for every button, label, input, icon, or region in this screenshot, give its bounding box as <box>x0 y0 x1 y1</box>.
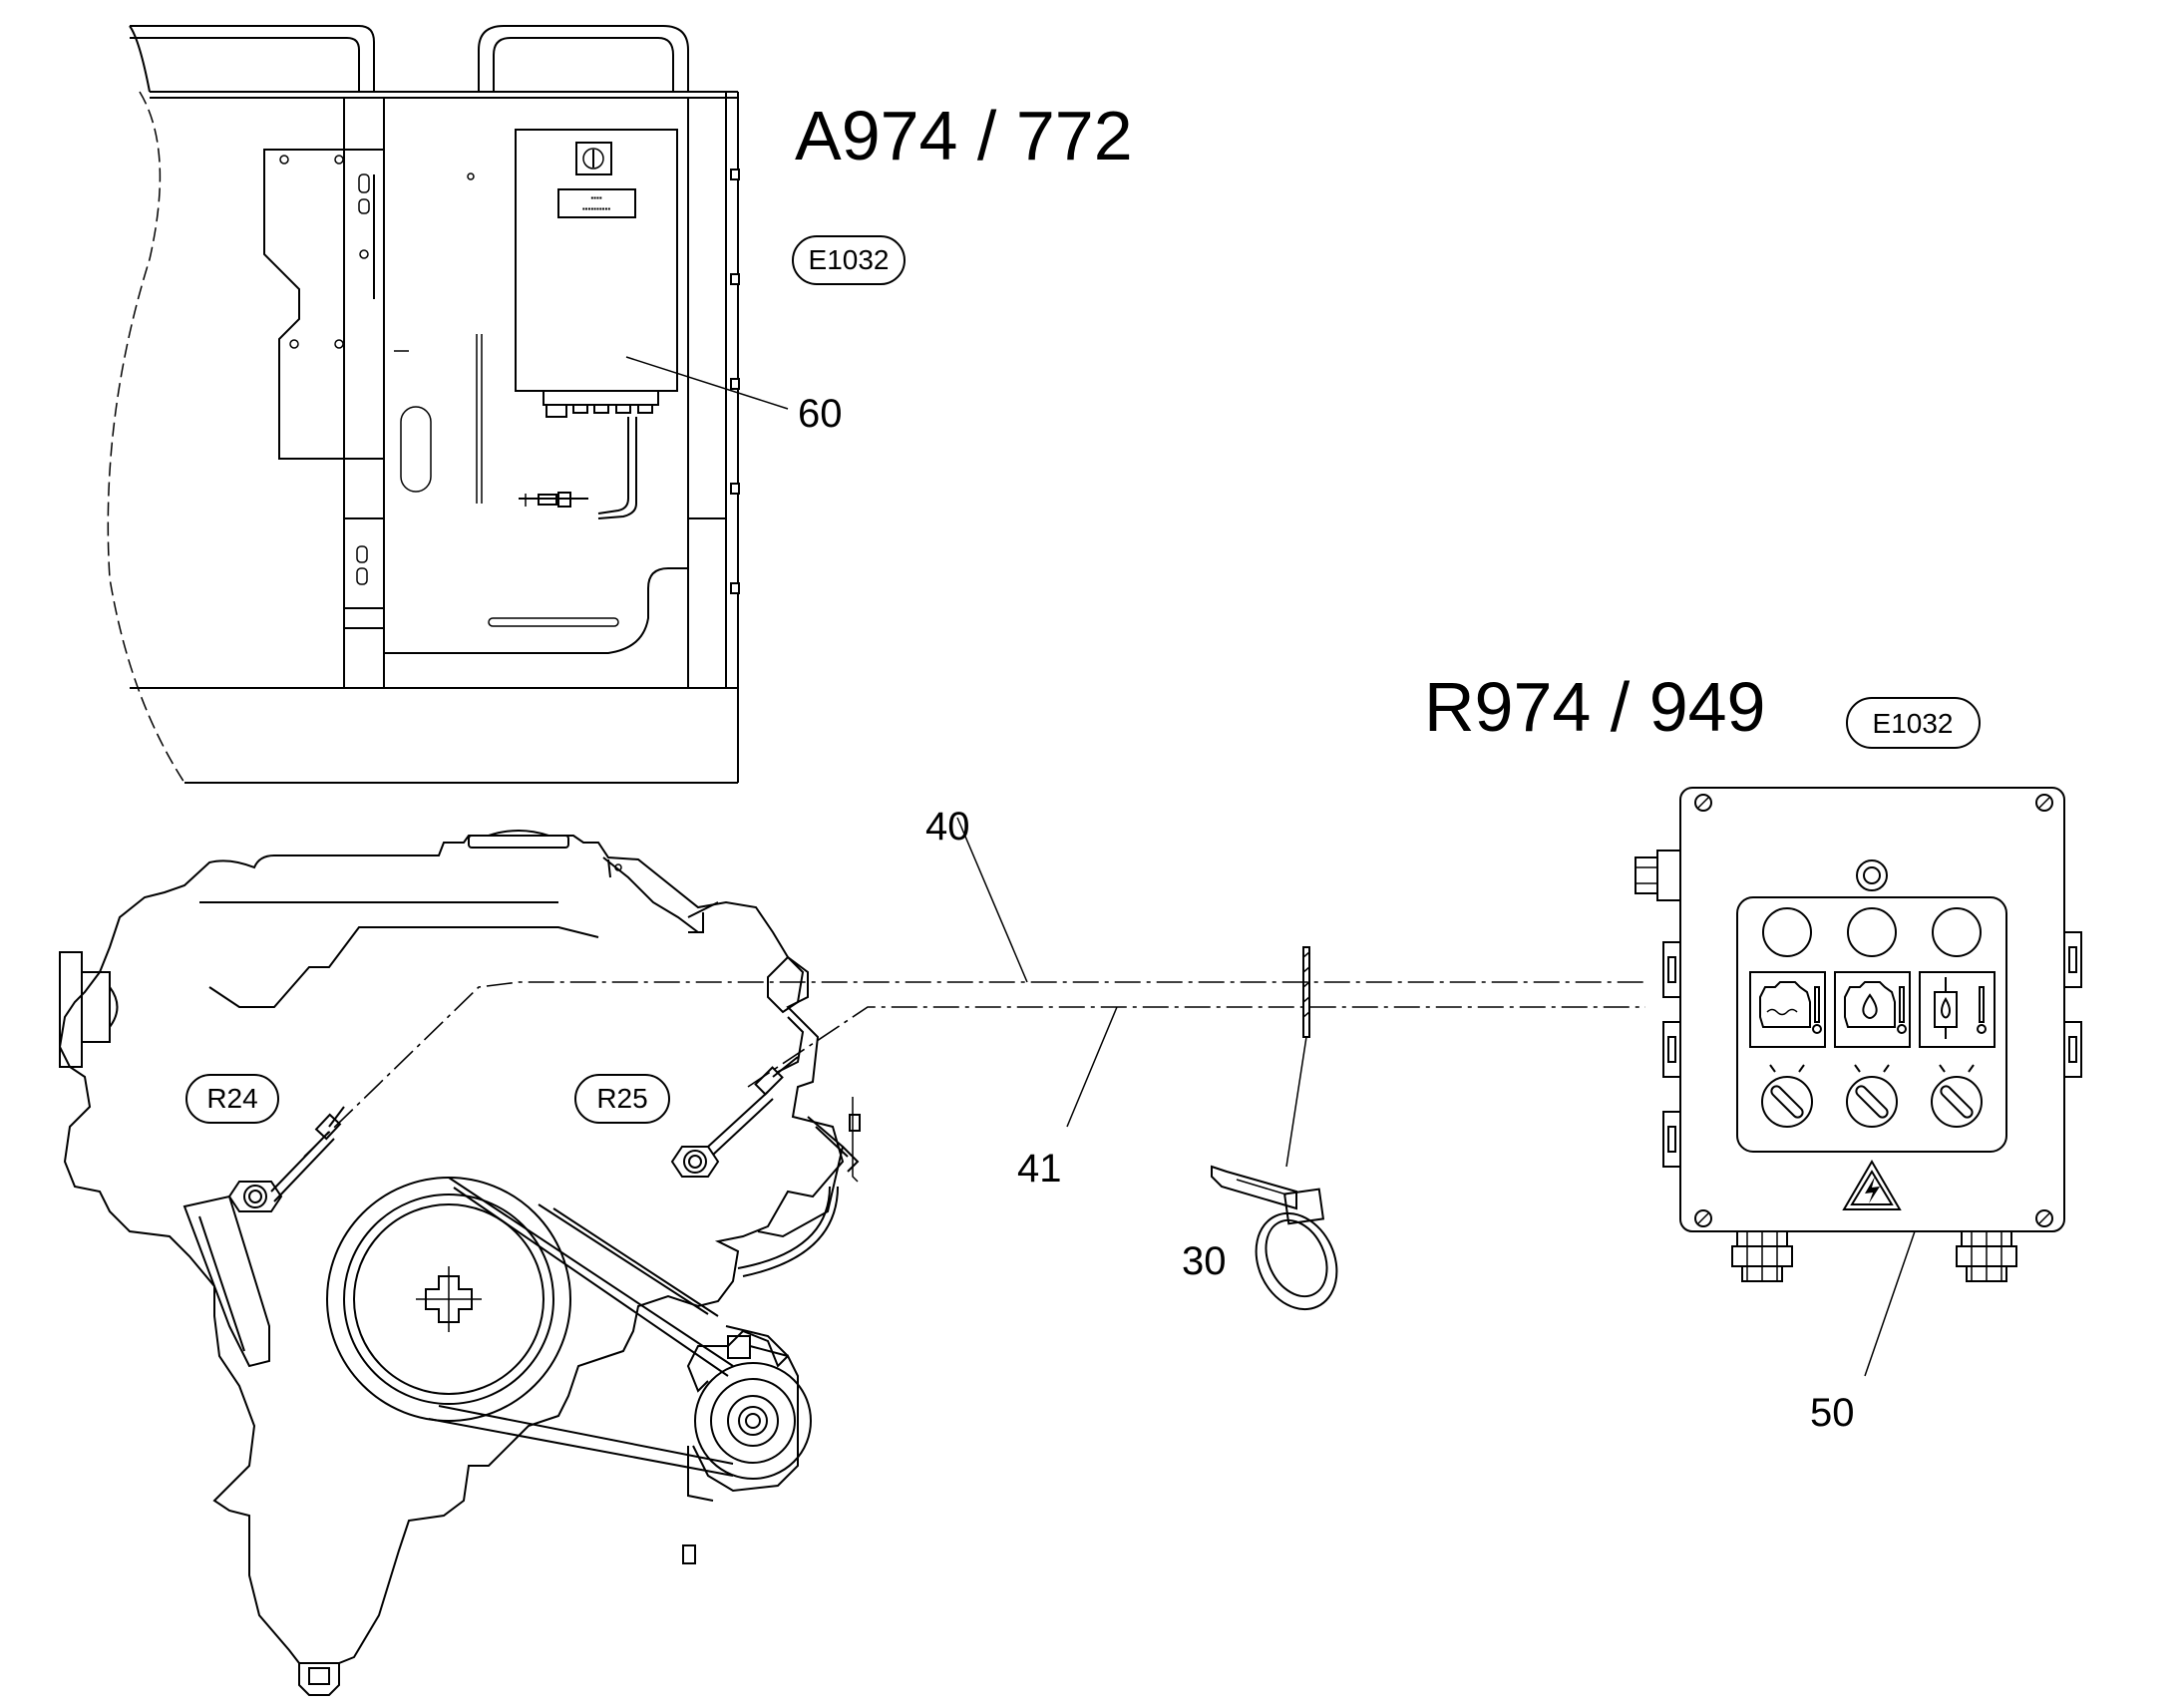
right-fittings <box>2063 931 2082 1078</box>
tag-r24: R24 <box>185 1074 279 1124</box>
engine-assembly <box>58 830 861 1696</box>
tag-r25: R25 <box>574 1074 670 1124</box>
lower-assembly-title: R974 / 949 <box>1424 668 1765 746</box>
rotary-switches <box>1761 1064 1983 1128</box>
side-bolts <box>730 169 740 594</box>
tag-r25-text: R25 <box>596 1083 647 1114</box>
corner-screws <box>1694 794 2053 1227</box>
cable-routing <box>303 817 1645 1158</box>
cable-tie <box>1211 946 1338 1311</box>
callout-60: 60 <box>798 392 843 436</box>
callout-40: 40 <box>925 805 970 849</box>
upper-assembly-title: A974 / 772 <box>795 97 1133 174</box>
crankshaft-pulley <box>326 1177 571 1422</box>
upper-revision-badge: E1032 <box>792 235 906 285</box>
alternator-pulley <box>694 1362 812 1480</box>
oil-temperature-icon <box>1834 971 1911 1048</box>
svg-text:▪▪▪▪: ▪▪▪▪ <box>590 193 602 202</box>
fuel-temperature-icon <box>1919 971 1996 1048</box>
leader-50 <box>1864 1230 1916 1377</box>
indicator-lamps <box>1762 907 1982 957</box>
svg-text:▪▪▪▪▪▪▪▪▪▪: ▪▪▪▪▪▪▪▪▪▪ <box>582 204 611 213</box>
callout-41: 41 <box>1017 1147 1062 1191</box>
cable-glands <box>1731 1230 2017 1282</box>
callout-50: 50 <box>1810 1391 1855 1435</box>
high-voltage-warning-icon <box>1842 1160 1902 1210</box>
upper-badge-text: E1032 <box>809 244 890 275</box>
callout-30: 30 <box>1182 1239 1227 1283</box>
tag-r24-text: R24 <box>206 1083 257 1114</box>
lower-revision-badge: E1032 <box>1846 697 1981 749</box>
controller-box: ▪▪▪▪ ▪▪▪▪▪▪▪▪▪▪ <box>515 129 678 519</box>
monitoring-control-box <box>1635 787 2082 1282</box>
sensor-r24 <box>227 1106 345 1212</box>
lower-badge-text: E1032 <box>1873 708 1954 739</box>
engine-coolant-temperature-icon <box>1749 971 1826 1048</box>
control-cabinet-assembly: ▪▪▪▪ ▪▪▪▪▪▪▪▪▪▪ <box>107 25 789 784</box>
left-fittings <box>1635 850 1681 1168</box>
sensor-r25 <box>670 1056 799 1178</box>
